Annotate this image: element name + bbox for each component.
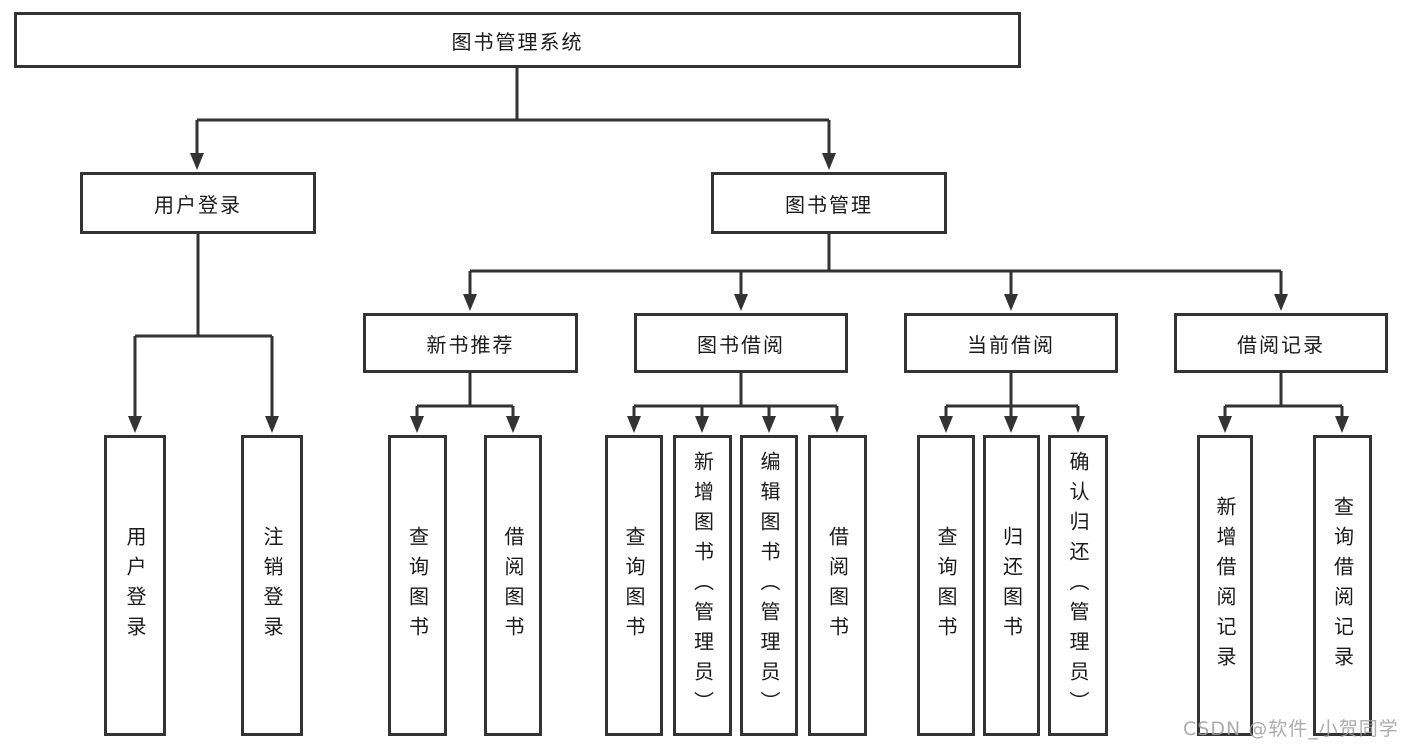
arrow-icon [762, 416, 776, 433]
arrow-icon [627, 416, 641, 433]
arrow-icon [463, 294, 477, 311]
arrow-icon [190, 153, 204, 170]
leaf-borrow-edit-book-admin: 编辑图书（管理员） [740, 435, 798, 736]
leaf-user-login: 用户登录 [104, 435, 166, 736]
leaf-record-query-record: 查询借阅记录 [1313, 435, 1372, 736]
arrow-icon [734, 294, 748, 311]
arrow-icon [1218, 416, 1232, 433]
leaf-borrow-add-book-admin: 新增图书（管理员） [673, 435, 732, 736]
node-root: 图书管理系统 [14, 12, 1021, 68]
leaf-borrow-borrow-book: 借阅图书 [808, 435, 867, 736]
connector-userlogin-to-leaves [133, 234, 274, 418]
node-new-book-rec: 新书推荐 [363, 313, 578, 373]
arrow-icon [265, 416, 279, 433]
leaf-current-return-book: 归还图书 [983, 435, 1040, 736]
leaf-current-confirm-return-admin: 确认归还（管理员） [1048, 435, 1108, 736]
node-current-borrow: 当前借阅 [904, 313, 1118, 373]
arrow-icon [1274, 294, 1288, 311]
arrow-icon [1004, 294, 1018, 311]
leaf-borrow-query-book: 查询图书 [605, 435, 663, 736]
leaf-current-query-book: 查询图书 [917, 435, 975, 736]
arrow-icon [1071, 416, 1085, 433]
leaf-newbook-borrow-book: 借阅图书 [484, 435, 542, 736]
arrow-icon [939, 416, 953, 433]
arrow-icon [1335, 416, 1349, 433]
arrow-icon [128, 416, 142, 433]
connector-root-to-level2 [195, 68, 831, 156]
connector-newbookrec-to-leaves [415, 372, 515, 418]
arrow-icon [1004, 416, 1018, 433]
arrow-icon [506, 416, 520, 433]
connector-borrowrecord-to-leaves [1223, 372, 1344, 418]
leaf-record-add-record: 新增借阅记录 [1197, 435, 1253, 736]
connector-currentborrow-to-leaves [944, 372, 1080, 418]
arrow-icon [695, 416, 709, 433]
arrowheads [128, 153, 1349, 433]
connector-bookmgmt-to-level3 [468, 234, 1283, 297]
arrow-icon [410, 416, 424, 433]
node-book-mgmt: 图书管理 [711, 172, 947, 234]
csdn-watermark: CSDN @软件_小贺同学 [1183, 718, 1399, 740]
arrow-icon [822, 153, 836, 170]
leaf-logout: 注销登录 [241, 435, 303, 736]
arrow-icon [830, 416, 844, 433]
connector-bookborrow-to-leaves [632, 372, 839, 418]
node-user-login: 用户登录 [80, 172, 316, 234]
leaf-newbook-query-book: 查询图书 [388, 435, 447, 736]
node-book-borrow: 图书借阅 [634, 313, 848, 373]
node-borrow-record: 借阅记录 [1174, 313, 1388, 373]
